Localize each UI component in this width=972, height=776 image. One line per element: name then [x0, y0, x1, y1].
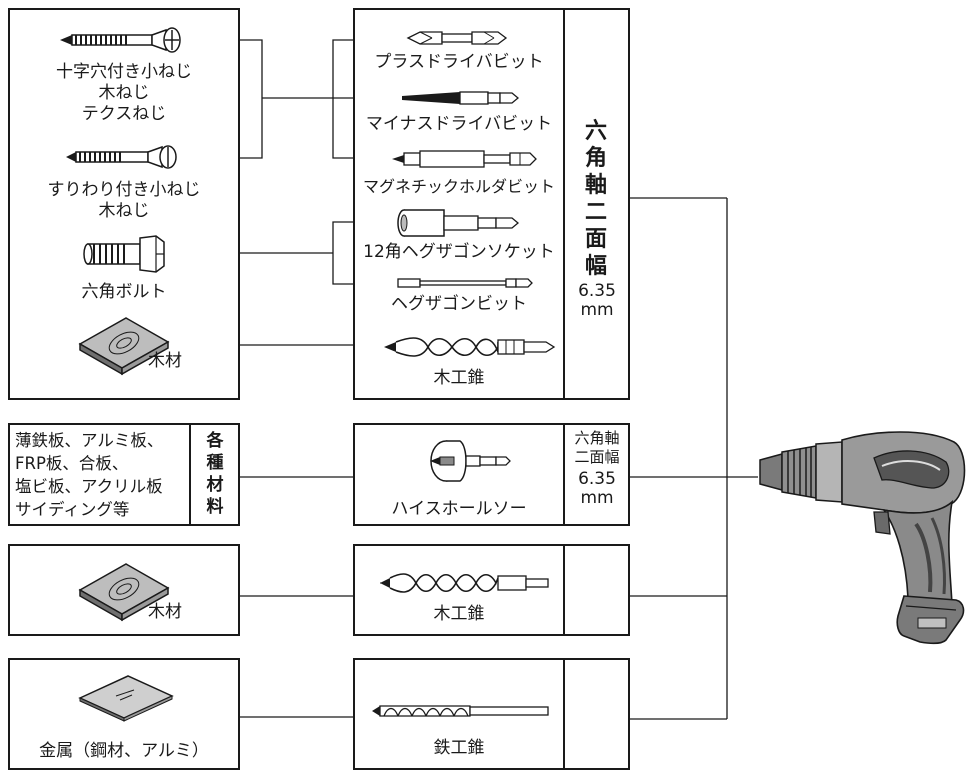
bit-label-3: マグネチックホルダビット — [362, 177, 555, 196]
sheet-line-1: 薄鉄板、アルミ板、 — [15, 431, 164, 450]
hole-saw-spec-line-3: 6.35 — [578, 469, 616, 489]
bits-bracket-line — [332, 39, 353, 159]
category-char-2: 種 — [206, 453, 224, 473]
hex-bolt-icon — [83, 235, 165, 273]
spec-char-4: 二 — [584, 200, 607, 225]
slotted-screw-label: すりわり付き小ねじ 木ねじ — [20, 180, 228, 222]
sheet-line-3: 塩ビ板、アクリル板 — [15, 477, 163, 496]
spec-char-6: 幅 — [584, 254, 607, 279]
slotted-screw-icon — [66, 145, 177, 169]
sheet-line-2: FRP板、合板、 — [15, 454, 129, 473]
phillips-screw-line-2: 木ねじ — [98, 83, 150, 103]
hole-saw-label: ハイスホールソー — [391, 499, 527, 519]
phillips-screw-line-1: 十字穴付き小ねじ — [56, 62, 192, 82]
minus-bit-icon — [402, 91, 520, 105]
hole-saw-spec-divider — [563, 423, 565, 526]
hex-socket-icon — [397, 209, 520, 237]
wood-block-icon-2 — [78, 563, 170, 622]
iron-drill-divider — [563, 658, 565, 770]
hex-shank-spec-size: 6.35 mm — [566, 282, 628, 320]
phillips-screw-line-3: テクスねじ — [81, 104, 167, 124]
wood-auger-icon — [384, 337, 556, 357]
bit-label-5: ヘグザゴンビット — [391, 294, 527, 314]
phillips-screw-icon — [60, 27, 181, 53]
cordless-drill-icon — [759, 431, 966, 645]
bit-label-6: 木工錐 — [433, 368, 485, 388]
socket-bracket-line — [332, 221, 353, 285]
category-char-3: 材 — [206, 475, 224, 495]
hole-saw-icon — [430, 440, 511, 482]
category-char-1: 各 — [206, 431, 224, 451]
hole-saw-spec-line-2: 二面幅 — [574, 448, 620, 466]
metal-plate-icon — [78, 675, 174, 722]
sheet-divider — [189, 423, 191, 526]
hole-saw-spec: 六角軸 二面幅 6.35 mm — [566, 429, 628, 508]
wood-label-1: 木材 — [148, 351, 182, 371]
sheet-line-4: サイディング等 — [15, 500, 130, 519]
bit-label-1: プラスドライバビット — [374, 52, 544, 72]
spec-char-2: 角 — [584, 146, 607, 171]
hex-bit-icon — [397, 278, 533, 288]
sheet-materials-list: 薄鉄板、アルミ板、 FRP板、合板、 塩ビ板、アクリル板 サイディング等 — [15, 429, 163, 521]
bits-group-box — [353, 8, 630, 400]
spec-size-value: 6.35 — [578, 281, 616, 301]
hex-bolt-label: 六角ボルト — [81, 282, 167, 302]
wood-label-2: 木材 — [148, 602, 182, 622]
wood-drill-divider — [563, 544, 565, 636]
wood-block-icon — [78, 317, 170, 376]
screw-bracket-line — [225, 39, 263, 159]
phillips-screw-label: 十字穴付き小ねじ 木ねじ テクスねじ — [20, 62, 228, 125]
spec-char-5: 面 — [584, 227, 607, 252]
spec-size-unit: mm — [580, 300, 614, 320]
sheet-category-label: 各 種 材 料 — [199, 430, 231, 518]
metal-label: 金属（鋼材、アルミ） — [39, 741, 209, 761]
hole-saw-spec-line-4: mm — [580, 488, 614, 508]
iron-drill-bit-icon — [372, 705, 549, 717]
bit-label-4: 12角ヘグザゴンソケット — [363, 242, 555, 262]
hole-saw-box — [353, 423, 630, 526]
spec-char-3: 軸 — [584, 173, 607, 198]
spec-char-1: 六 — [584, 119, 607, 144]
hex-shank-spec-label: 六 角 軸 二 面 幅 — [581, 118, 611, 280]
hole-saw-spec-line-1: 六角軸 — [574, 429, 620, 447]
wood-auger-icon-2 — [380, 573, 549, 593]
iron-drill-label: 鉄工錐 — [433, 738, 485, 758]
bit-label-2: マイナスドライバビット — [365, 114, 553, 134]
bits-spec-divider — [563, 8, 565, 400]
wood-drill-label: 木工錐 — [433, 604, 485, 624]
category-char-4: 料 — [206, 497, 224, 517]
sheet-materials-box — [8, 423, 240, 526]
slotted-screw-line-2: 木ねじ — [98, 201, 150, 221]
magnetic-holder-icon — [392, 150, 537, 168]
plus-bit-icon — [406, 31, 508, 45]
slotted-screw-line-1: すりわり付き小ねじ — [47, 180, 201, 200]
